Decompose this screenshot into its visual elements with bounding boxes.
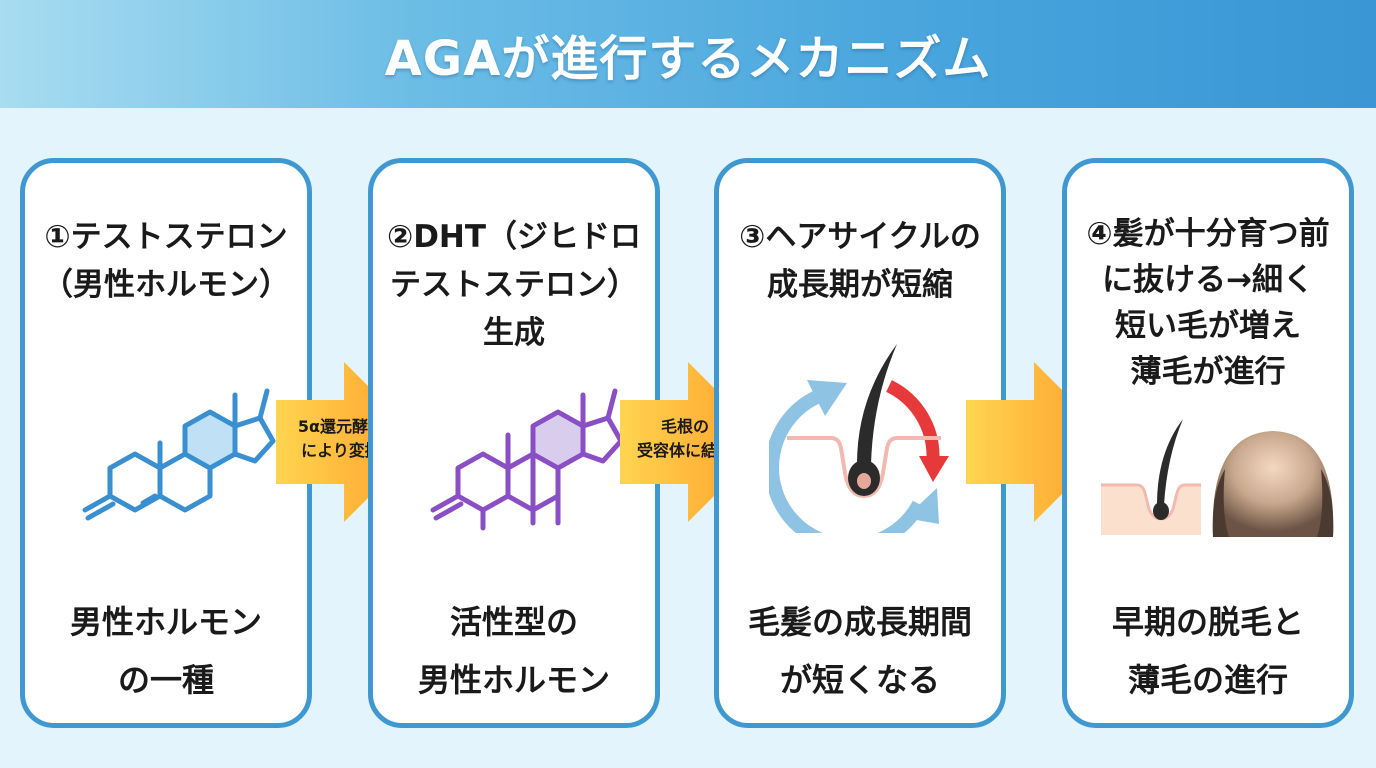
step-4-title: ④髪が十分育つ前 に抜ける→細く 短い毛が増え 薄毛が進行 [1086, 216, 1330, 390]
arrow-1 [276, 362, 424, 522]
arrow-2 [620, 362, 768, 522]
step-1-description: 男性ホルモン の一種 [69, 603, 262, 699]
thinning-hair-icon [1101, 419, 1334, 537]
step-card-2: ②DHT（ジヒドロ テストステロン） 生成 活性型の 男性ホルモン [368, 158, 660, 728]
dht-molecule-icon [430, 388, 624, 531]
step-4-description: 早期の脱毛と 薄毛の進行 [1111, 603, 1304, 699]
step-3-title: ③ヘアサイクルの 成長期が短縮 [739, 219, 981, 303]
header-banner: AGAが進行するメカニズム [0, 0, 1376, 108]
page-title: AGAが進行するメカニズム [384, 31, 992, 87]
step-card-1: ①テストステロン （男性ホルモン） 男性ホルモン の一種 [20, 158, 312, 728]
testosterone-molecule-icon [82, 388, 276, 521]
hair-cycle-icon [769, 344, 949, 533]
step-2-title: ②DHT（ジヒドロ テストステロン） 生成 [386, 219, 642, 351]
step-card-4: ④髪が十分育つ前 に抜ける→細く 短い毛が増え 薄毛が進行 早期の脱毛と 薄毛の… [1062, 158, 1354, 728]
arrow-3 [966, 362, 1114, 522]
step-card-3: ③ヘアサイクルの 成長期が短縮 毛髪の成長期間 が短くなる [714, 158, 1006, 728]
step-2-description: 活性型の 男性ホルモン [417, 603, 610, 699]
step-3-description: 毛髪の成長期間 が短くなる [747, 603, 972, 699]
arrow-1-label: 5α還元酵素 により変換 [297, 417, 385, 460]
arrow-2-label: 毛根の 受容体に結合 [636, 417, 733, 460]
step-1-title: ①テストステロン （男性ホルモン） [42, 219, 290, 303]
